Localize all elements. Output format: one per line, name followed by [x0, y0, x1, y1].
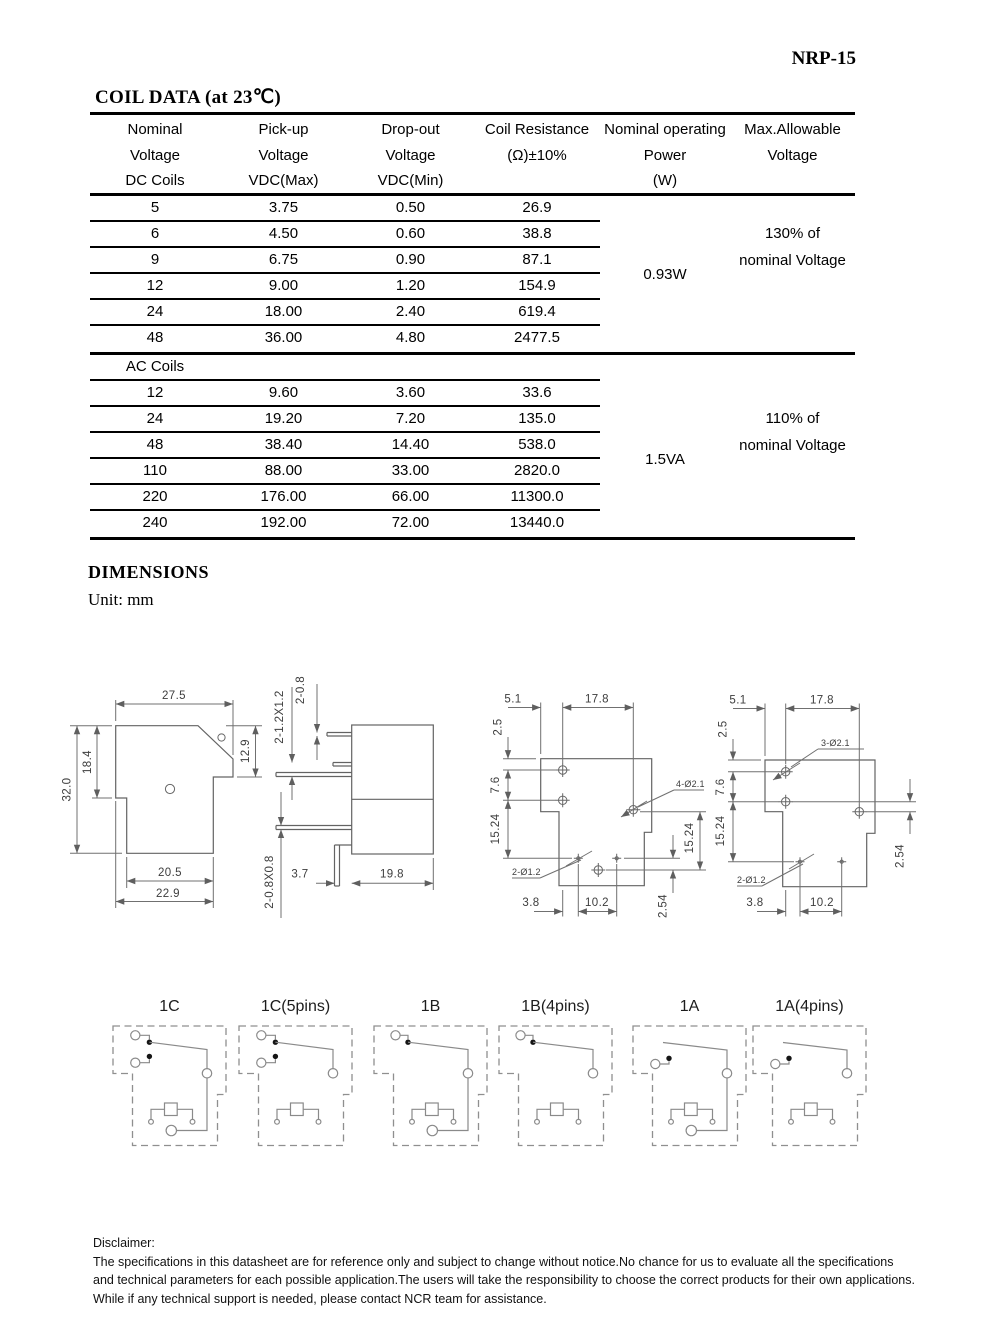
dim-pcba-rightsmall: 2.54 — [895, 844, 907, 868]
dim-pcbc-pitchx: 17.8 — [585, 694, 609, 706]
dim-front-width-bot-inner: 20.5 — [158, 867, 182, 879]
dim-front-height-right: 12.9 — [240, 739, 252, 763]
dim-side-pin-top: 2-0.8 — [295, 676, 307, 704]
header-pickup-voltage: Pick-up Voltage VDC(Max) — [248, 121, 319, 189]
dimensions-unit: Unit: mm — [88, 590, 154, 609]
schematic-label-1c5pins: 1C(5pins) — [260, 998, 331, 1015]
dim-pcba-rowgap: 7.6 — [715, 778, 727, 795]
disclaimer-line: While if any technical support is needed… — [93, 1291, 547, 1306]
dim-front-height-inner: 18.4 — [82, 750, 94, 774]
dc-power-value: 0.93W — [643, 265, 687, 283]
ac-max-allowable: 110% of nominal Voltage — [739, 410, 846, 454]
mounting-holes — [555, 763, 641, 877]
side-view-drawing: 2-0.8 2-1.2X1.2 2-0.8X0.8 3.7 19.8 — [264, 676, 434, 918]
pcb-layout-1c-drawing: 5.1 17.8 2.5 7.6 15.24 15.24 2.54 3.8 10… — [490, 694, 706, 918]
header-coil-resistance: Coil Resistance (Ω)±10% — [484, 121, 590, 164]
dim-pcba-offy: 2.5 — [718, 720, 730, 737]
table-header: Nominal Voltage DC Coils Pick-up Voltage… — [90, 115, 855, 196]
ac-power-value: 1.5VA — [645, 450, 685, 468]
dim-side-depth: 19.8 — [380, 869, 404, 881]
dim-pcba-colgap: 15.24 — [715, 815, 727, 846]
dim-side-pin-square: 2-1.2X1.2 — [274, 690, 286, 743]
dim-pcbc-rowgap: 7.6 — [490, 776, 502, 793]
pcb-layout-1a-drawing: 5.1 17.8 2.5 7.6 15.24 2.54 3.8 10.2 3-Ø… — [715, 695, 916, 917]
ac-coils-band: AC Coils — [90, 355, 600, 381]
label-pcba-holes-big: 3-Ø2.1 — [821, 738, 850, 748]
dim-pcbc-botoff: 3.8 — [522, 897, 539, 909]
schematic-1c — [112, 1025, 227, 1147]
coil-data-table: Nominal Voltage DC Coils Pick-up Voltage… — [90, 112, 855, 540]
header-max-allowable: Max.Allowable Voltage — [744, 121, 841, 164]
dim-front-height: 32.0 — [62, 778, 74, 802]
coil-data-title: COIL DATA (at 23℃) — [95, 87, 281, 108]
schematic-1b — [373, 1025, 488, 1147]
label-pcba-holes-small: 2-Ø1.2 — [737, 875, 766, 885]
dim-pcbc-rightpitch: 15.24 — [684, 822, 696, 853]
schematic-label-1c: 1C — [159, 998, 180, 1015]
disclaimer-line: and technical parameters for each possib… — [93, 1273, 915, 1287]
model-number: NRP-15 — [791, 48, 856, 69]
dim-pcbc-botpitch: 10.2 — [585, 897, 609, 909]
mounting-holes — [778, 764, 867, 867]
disclaimer: Disclaimer: The specifications in this d… — [93, 1234, 973, 1308]
schematic-label-1b4pins: 1B(4pins) — [521, 998, 590, 1015]
schematic-label-1a: 1A — [679, 998, 700, 1015]
disclaimer-line: The specifications in this datasheet are… — [93, 1254, 894, 1269]
dimension-drawings: 27.5 32.0 18.4 12.9 20.5 22.9 — [62, 676, 916, 918]
header-operating-power: Nominal operating Power (W) — [604, 121, 726, 189]
disclaimer-title: Disclaimer: — [93, 1236, 155, 1250]
schematic-label-1a4pins: 1A(4pins) — [775, 998, 844, 1015]
schematic-1a — [632, 1025, 747, 1147]
section-divider — [90, 352, 855, 355]
dim-side-pin-bottom: 2-0.8X0.8 — [264, 855, 276, 908]
dim-pcbc-rightsmall: 2.54 — [658, 894, 670, 918]
dim-pcbc-offx: 5.1 — [504, 694, 521, 706]
table-bottom-rule — [90, 537, 855, 540]
schematic-label-1b: 1B — [420, 998, 441, 1015]
label-pcbc-holes-small: 2-Ø1.2 — [512, 867, 541, 877]
dim-pcbc-offy: 2.5 — [493, 718, 505, 735]
header-dropout-voltage: Drop-out Voltage VDC(Min) — [377, 121, 444, 189]
header-nominal-voltage: Nominal Voltage DC Coils — [125, 121, 185, 189]
dim-pcba-pitchx: 17.8 — [810, 695, 834, 707]
dim-side-offset: 3.7 — [291, 869, 308, 881]
dim-pcba-offx: 5.1 — [729, 695, 746, 707]
dim-pcbc-colgap: 15.24 — [490, 813, 502, 844]
schematic-1a-4pins — [752, 1025, 867, 1147]
dimensions-heading: DIMENSIONS — [88, 562, 210, 582]
label-pcbc-holes-big: 4-Ø2.1 — [676, 779, 705, 789]
dim-front-width-top: 27.5 — [162, 690, 186, 702]
wiring-schematics — [112, 1025, 867, 1147]
dc-max-allowable: 130% of nominal Voltage — [739, 225, 846, 269]
dim-pcba-botpitch: 10.2 — [810, 897, 834, 909]
dim-pcba-botoff: 3.8 — [746, 897, 763, 909]
schematic-1c-5pins — [238, 1025, 353, 1147]
front-view-drawing: 27.5 32.0 18.4 12.9 20.5 22.9 — [62, 690, 262, 908]
dim-front-width-bot: 22.9 — [156, 888, 180, 900]
schematic-1b-4pins — [498, 1025, 613, 1147]
